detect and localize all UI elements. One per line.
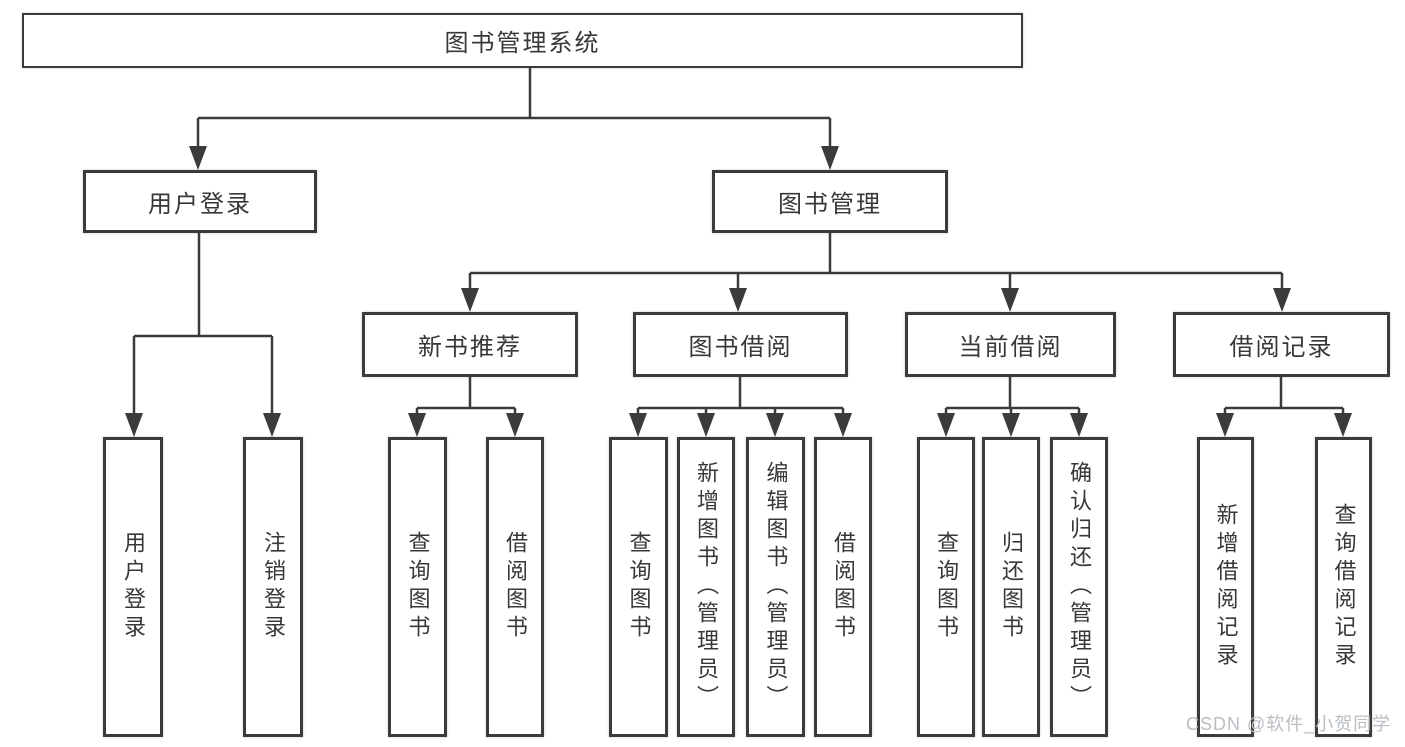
node-label: 图书管理系统	[444, 30, 601, 57]
leaf-borrowing-query-book: 查询图书	[609, 437, 668, 737]
node-label: 注销登录	[261, 531, 286, 643]
leaf-recommend-borrow-book: 借阅图书	[486, 437, 544, 737]
node-label: 查询借阅记录	[1331, 503, 1357, 671]
arrowheads	[125, 146, 1352, 437]
leaf-add-borrow-record: 新增借阅记录	[1197, 437, 1254, 737]
leaf-confirm-return-admin: 确认归还（管理员）	[1050, 437, 1108, 737]
node-label: 编辑图书（管理员）	[763, 461, 789, 713]
node-label: 查询图书	[934, 531, 959, 643]
node-label: 确认归还（管理员）	[1067, 461, 1092, 713]
node-borrowing-records: 借阅记录	[1173, 312, 1390, 377]
node-current-borrowing: 当前借阅	[905, 312, 1116, 377]
leaf-add-book-admin: 新增图书（管理员）	[677, 437, 735, 737]
node-label: 图书借阅	[688, 334, 793, 361]
node-label: 查询图书	[626, 531, 652, 643]
node-label: 新增借阅记录	[1213, 503, 1239, 671]
leaf-user-login: 用户登录	[103, 437, 163, 737]
node-label: 用户登录	[148, 191, 252, 218]
node-library-management-system: 图书管理系统	[22, 13, 1023, 68]
leaf-logout: 注销登录	[243, 437, 303, 737]
leaf-current-query-book: 查询图书	[917, 437, 975, 737]
watermark-text: CSDN @软件_小贺同学	[1186, 714, 1392, 734]
leaf-return-book: 归还图书	[982, 437, 1040, 737]
leaf-recommend-query-book: 查询图书	[388, 437, 447, 737]
node-user-login: 用户登录	[83, 170, 317, 233]
node-new-book-recommend: 新书推荐	[362, 312, 578, 377]
node-label: 新书推荐	[418, 334, 522, 361]
leaf-edit-book-admin: 编辑图书（管理员）	[746, 437, 805, 737]
leaf-query-borrow-record: 查询借阅记录	[1315, 437, 1372, 737]
node-label: 新增图书（管理员）	[694, 461, 719, 713]
node-label: 借阅记录	[1229, 334, 1334, 361]
node-label: 借阅图书	[503, 531, 528, 643]
node-label: 图书管理	[778, 191, 882, 218]
leaf-borrow-book: 借阅图书	[814, 437, 872, 737]
node-label: 归还图书	[999, 531, 1024, 643]
node-label: 用户登录	[121, 531, 146, 643]
node-label: 查询图书	[405, 531, 431, 643]
node-book-management: 图书管理	[712, 170, 948, 233]
node-label: 借阅图书	[831, 531, 856, 643]
node-book-borrowing: 图书借阅	[633, 312, 848, 377]
node-label: 当前借阅	[958, 334, 1063, 361]
